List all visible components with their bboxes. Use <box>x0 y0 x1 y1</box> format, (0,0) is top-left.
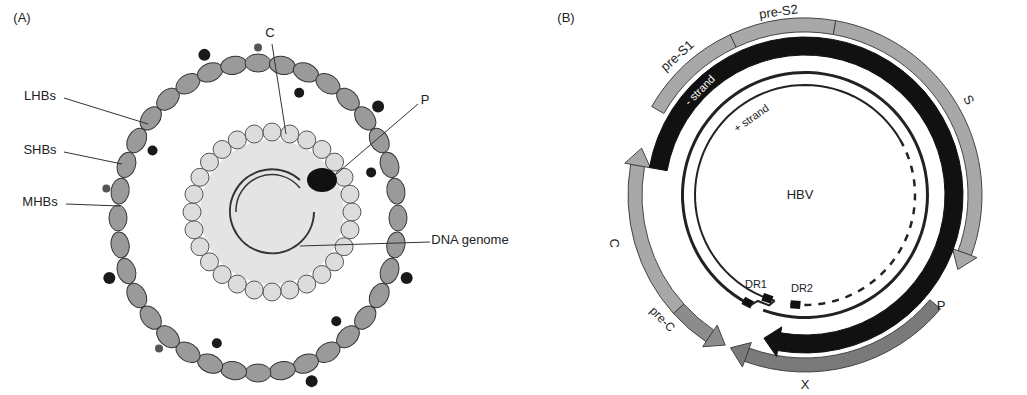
genome-map <box>625 18 982 372</box>
plus-strand <box>695 85 900 301</box>
direct-repeat <box>741 297 754 309</box>
surface-protein <box>385 177 407 206</box>
middle-surface-protein <box>155 345 163 353</box>
part-label: C <box>607 238 621 247</box>
surface-protein <box>195 59 226 85</box>
surface-protein <box>389 205 407 231</box>
part-label: P <box>421 93 430 107</box>
orf-s-head <box>953 249 977 270</box>
surface-protein <box>219 359 248 382</box>
part-label: C <box>265 26 274 40</box>
capsid-subunit <box>245 281 263 299</box>
capsid-subunit <box>185 185 203 203</box>
part-label: MHBs <box>22 195 57 209</box>
large-surface-protein <box>366 167 376 177</box>
orf-p <box>649 37 963 353</box>
direct-repeat <box>790 300 801 309</box>
surface-protein <box>290 350 321 376</box>
capsid-subunit <box>281 281 299 299</box>
part-label: DNA genome <box>431 233 508 247</box>
part-label: (A) <box>13 11 30 25</box>
capsid-subunit <box>298 275 316 293</box>
part-label: P <box>937 299 946 313</box>
large-surface-protein <box>103 272 115 284</box>
surface-protein <box>268 359 297 382</box>
virion-drawing <box>64 44 430 388</box>
surface-protein <box>385 231 407 260</box>
surface-protein <box>109 177 131 206</box>
capsid-subunit <box>341 221 359 239</box>
part-label: S <box>960 93 977 108</box>
large-surface-protein <box>212 338 222 348</box>
large-surface-protein <box>306 375 318 387</box>
large-surface-protein <box>294 88 304 98</box>
surface-protein <box>219 54 248 77</box>
capsid-subunit <box>263 283 281 301</box>
large-surface-protein <box>372 100 384 112</box>
capsid-subunit <box>263 123 281 141</box>
part-label: + strand <box>731 102 771 135</box>
capsid-subunit <box>191 238 209 256</box>
middle-surface-protein <box>102 184 110 192</box>
middle-surface-protein <box>254 44 262 52</box>
large-surface-protein <box>331 316 341 326</box>
surface-protein <box>365 125 393 156</box>
part-label: X <box>801 378 810 392</box>
capsid-subunit <box>228 131 246 149</box>
surface-protein <box>245 54 271 72</box>
capsid-subunit <box>341 185 359 203</box>
capsid-subunit <box>245 125 263 143</box>
surface-protein <box>377 256 402 286</box>
capsid-subunit <box>185 221 203 239</box>
surface-protein <box>114 150 139 180</box>
part-label: DR1 <box>745 278 767 290</box>
orf-pre-c-head <box>703 325 726 347</box>
capsid-subunit <box>335 168 353 186</box>
orf-pre-c <box>673 304 713 342</box>
large-surface-protein <box>198 49 210 61</box>
capsid-subunit <box>343 203 361 221</box>
leader-lines <box>64 44 430 246</box>
minus-strand <box>681 71 929 319</box>
part-label: (B) <box>557 11 574 25</box>
plus-strand-gap <box>786 140 915 305</box>
orf-p-head <box>764 327 782 357</box>
surface-protein <box>114 256 139 286</box>
surface-protein <box>109 205 127 231</box>
part-label: SHBs <box>23 143 56 157</box>
part-label: LHBs <box>24 89 56 103</box>
large-surface-protein <box>401 272 413 284</box>
part-label: HBV <box>787 188 814 202</box>
surface-protein <box>123 280 151 311</box>
surface-protein <box>245 364 271 382</box>
capsid-subunit <box>281 125 299 143</box>
capsid-subunit <box>183 203 201 221</box>
surface-protein <box>109 231 131 260</box>
orf-c <box>628 164 684 313</box>
orf-c-head <box>625 148 651 168</box>
surface-protein <box>377 150 402 180</box>
strand-link <box>752 301 775 306</box>
part-label: DR2 <box>791 282 813 294</box>
large-surface-protein <box>148 146 158 156</box>
surface-protein <box>268 54 297 77</box>
orf-x-head <box>730 343 751 367</box>
